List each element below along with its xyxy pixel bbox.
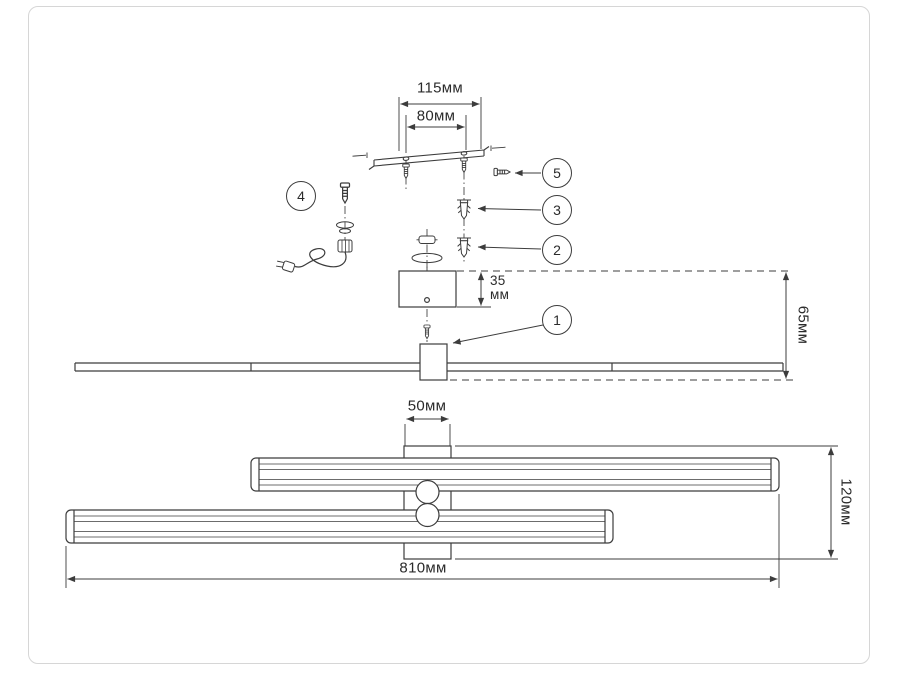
pivot-joint-lower <box>415 502 440 528</box>
dim-label-120: 120мм <box>837 478 855 526</box>
dim-115-lines <box>398 97 482 151</box>
driver-box <box>398 266 457 308</box>
dim-35-lines <box>457 272 491 308</box>
cord-connector <box>337 239 353 253</box>
dim-label-50: 50мм <box>407 397 447 415</box>
leader-line-1 <box>452 324 544 345</box>
lower-top-view <box>65 415 838 588</box>
bar-mount-block <box>419 343 448 381</box>
upper-exploded-view <box>74 97 793 381</box>
wall-anchor-item3-icon <box>456 199 472 220</box>
dim-label-65: 65мм <box>794 305 812 345</box>
canopy-ellipse <box>411 252 443 264</box>
mount-screw-right-icon <box>460 157 468 173</box>
callout-5: 5 <box>542 158 572 188</box>
spacer-nut <box>416 235 438 244</box>
dim-50-lines <box>404 415 451 446</box>
suspension-pin-item4-icon <box>339 182 351 204</box>
callout-4: 4 <box>286 181 316 211</box>
stem-screw-icon <box>423 324 431 340</box>
dim-120-lines <box>455 445 838 560</box>
dim-label-810: 810мм <box>399 559 447 577</box>
dim-80-lines <box>405 115 467 153</box>
pivot-joint-upper <box>415 479 440 505</box>
dim-label-35-value: 35 <box>490 273 506 288</box>
mounting-bracket <box>368 146 490 170</box>
grommet-ring-outer <box>336 221 354 229</box>
dim-810-lines <box>65 494 780 588</box>
callout-3: 3 <box>542 195 572 225</box>
leader-line-3 <box>477 205 542 212</box>
mount-screw-left-icon <box>402 163 410 179</box>
lower-tube <box>65 509 614 544</box>
screw-item5-icon <box>493 167 511 177</box>
leader-line-2 <box>477 244 542 251</box>
dim-label-35: 35 мм <box>490 274 509 302</box>
upper-tube <box>250 457 780 492</box>
dim-label-80: 80мм <box>416 107 456 125</box>
callout-1: 1 <box>542 305 572 335</box>
dim-label-115: 115мм <box>416 79 464 97</box>
dim-label-35-unit: мм <box>490 287 510 302</box>
grommet-ring-inner <box>339 228 351 234</box>
callout-2: 2 <box>542 235 572 265</box>
power-plug-icon <box>276 260 296 273</box>
wall-anchor-item2-icon <box>456 237 472 258</box>
power-cord <box>294 247 347 268</box>
page-border-frame <box>28 6 870 664</box>
bracket-end-screws <box>352 145 506 158</box>
